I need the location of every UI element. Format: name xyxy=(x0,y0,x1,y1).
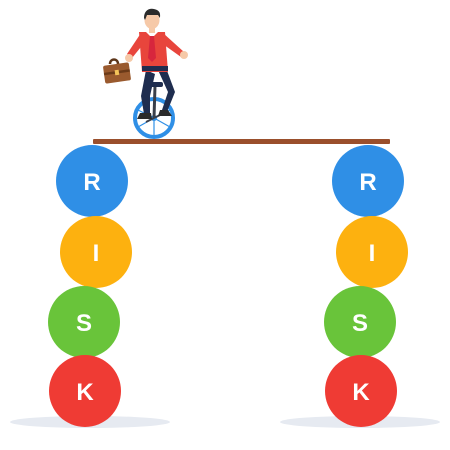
left-ball-k-letter: K xyxy=(76,379,94,406)
left-ball-s: S xyxy=(48,286,120,358)
businessman-icon xyxy=(125,8,188,119)
left-ball-r-letter: R xyxy=(83,169,100,196)
right-ball-s: S xyxy=(324,286,396,358)
plank xyxy=(93,139,390,144)
briefcase-icon xyxy=(103,58,131,84)
left-ball-k: K xyxy=(49,355,121,427)
right-ball-i: I xyxy=(336,216,408,288)
left-ball-s-letter: S xyxy=(76,310,92,337)
right-ball-k: K xyxy=(325,355,397,427)
left-risk-stack: R I S K xyxy=(48,145,132,427)
right-ball-r: R xyxy=(332,145,404,217)
right-ball-k-letter: K xyxy=(352,379,370,406)
right-risk-stack: R I S K xyxy=(324,145,408,427)
right-ball-r-letter: R xyxy=(359,169,376,196)
right-ball-s-letter: S xyxy=(352,310,368,337)
right-ball-i-letter: I xyxy=(369,240,376,267)
left-ball-i-letter: I xyxy=(93,240,100,267)
left-ball-i: I xyxy=(60,216,132,288)
left-ball-r: R xyxy=(56,145,128,217)
